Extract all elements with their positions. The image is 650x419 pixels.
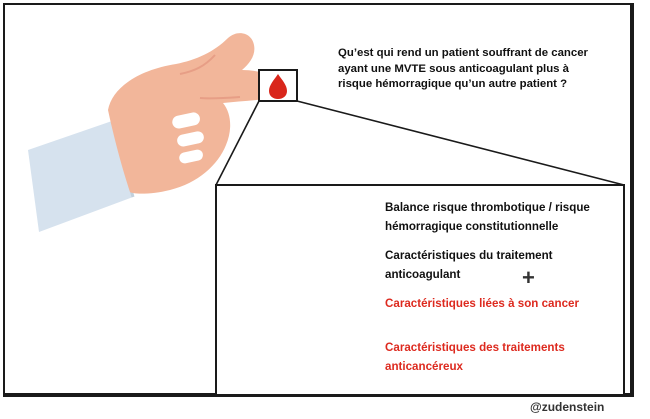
layer-label-3: Caractéristiques liées à son cancer xyxy=(385,297,579,310)
thumb-crease xyxy=(179,54,216,75)
pointing-hand-icon xyxy=(28,33,292,232)
question-text: Qu’est qui rend un patient souffrant de … xyxy=(338,47,588,90)
layer-label-1: Balance risque thrombotique / risque hém… xyxy=(385,201,590,233)
layer-label-2: Caractéristiques du traitement anticoagu… xyxy=(385,249,553,281)
layer-label-4: Caractéristiques des traitements antican… xyxy=(385,341,565,373)
author-credit: @zudenstein xyxy=(530,400,605,414)
knuckle-2 xyxy=(177,131,204,147)
knuckle-3 xyxy=(179,149,203,164)
plus-sign: + xyxy=(522,265,535,290)
knuckle-1 xyxy=(172,112,200,129)
zoom-line-left xyxy=(215,100,260,186)
zoom-line-right xyxy=(296,100,625,186)
blood-drop-icon xyxy=(269,74,287,99)
sleeve xyxy=(28,121,133,232)
finger-crease xyxy=(199,96,241,100)
palm xyxy=(108,33,292,194)
zoom-panel: Balance risque thrombotique / risque hém… xyxy=(215,184,625,396)
